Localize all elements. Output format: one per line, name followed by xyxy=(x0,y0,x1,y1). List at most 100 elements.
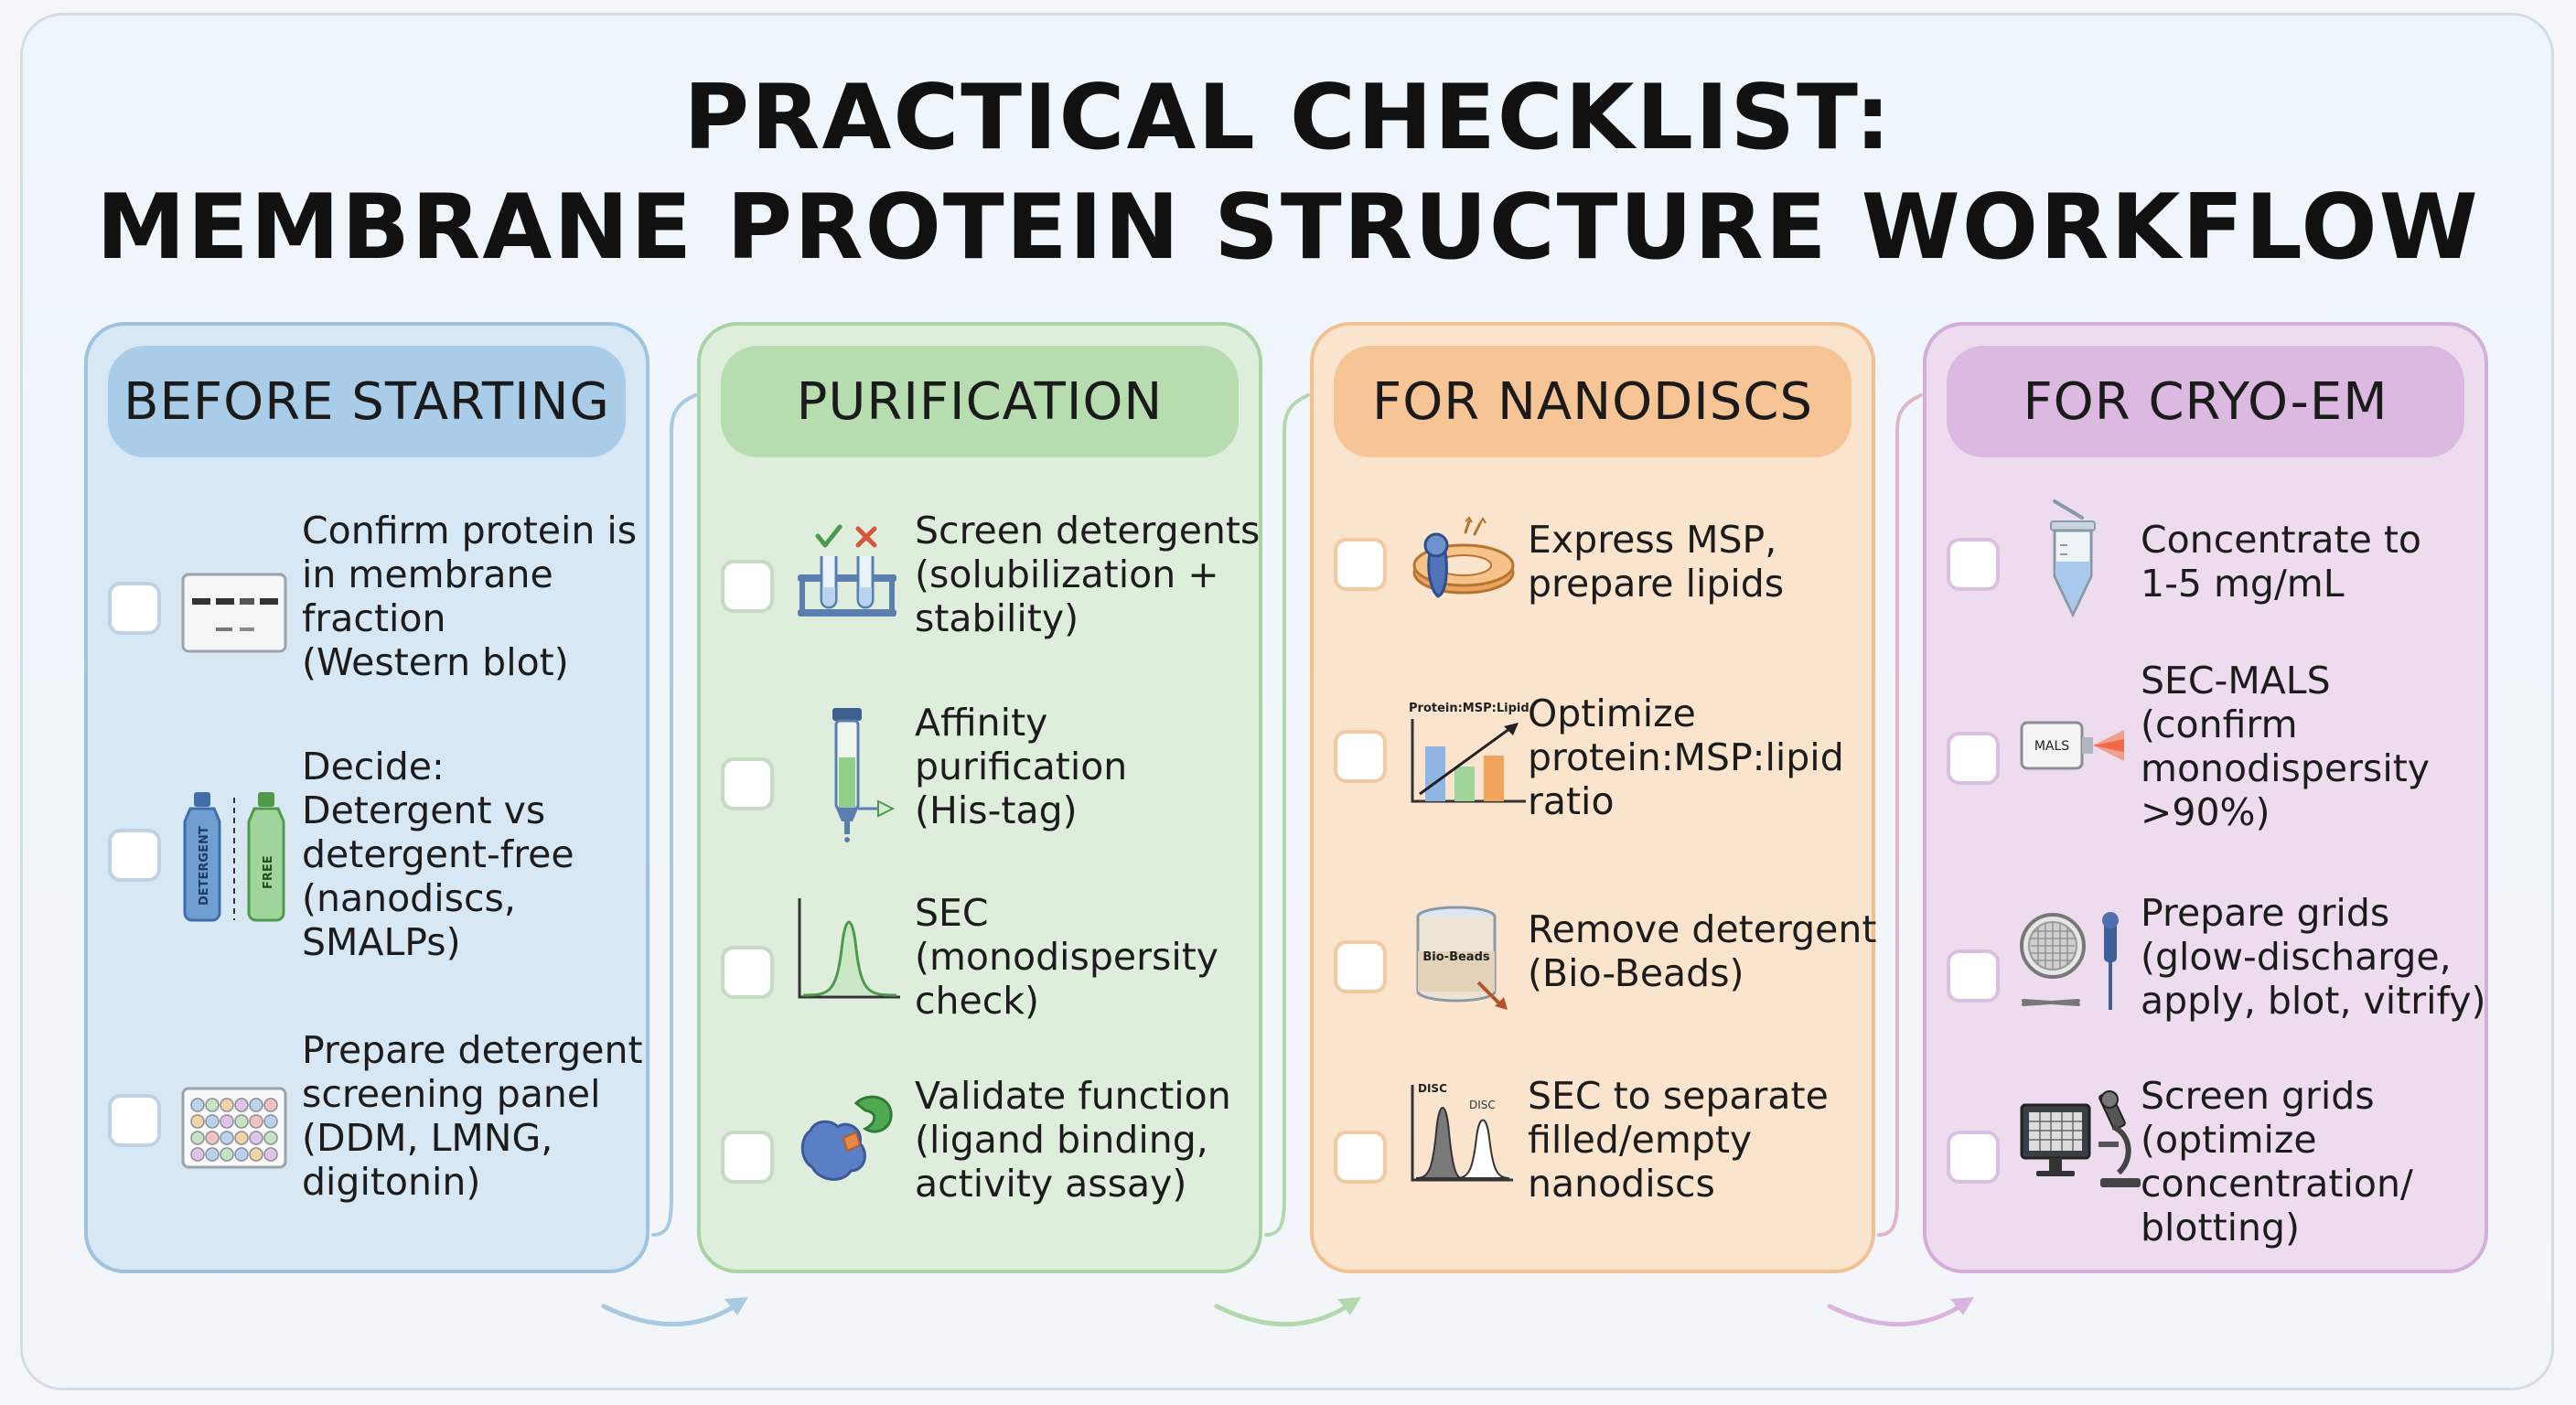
cryo-grid-icon xyxy=(2020,912,2119,1010)
western-blot-icon xyxy=(181,573,287,653)
affinity-column-icon xyxy=(832,708,896,842)
checkbox[interactable] xyxy=(108,1094,161,1147)
item-text: (monodispersity xyxy=(915,935,1219,979)
concentrator-tube-icon xyxy=(2050,499,2096,618)
item-text: >90%) xyxy=(2141,790,2270,834)
detergent-bottles-icon: DETERGENT FREE xyxy=(183,792,285,922)
checkbox[interactable] xyxy=(1334,538,1387,591)
column-header: FOR NANODISCS xyxy=(1334,346,1852,457)
item-text: Prepare grids xyxy=(2141,891,2390,935)
item-text: (solubilization + xyxy=(915,552,1219,596)
checkbox[interactable] xyxy=(1947,732,2000,785)
item-text: Detergent vs xyxy=(302,788,546,832)
checkbox[interactable] xyxy=(108,582,161,635)
item-text: Decide: xyxy=(302,745,445,788)
item-text: fraction xyxy=(302,596,446,640)
item-text: (nanodiscs, xyxy=(302,876,516,920)
checkbox[interactable] xyxy=(721,946,774,999)
disc-label-2: DISC xyxy=(1469,1099,1496,1111)
item-text: (optimize xyxy=(2141,1118,2317,1162)
item-text: Affinity xyxy=(915,701,1048,745)
column-for-nanodiscs: FOR NANODISCS Express MSP, prepare lipid… xyxy=(1310,322,1877,1273)
item-text: (Western blot) xyxy=(302,640,569,684)
detergent-label: DETERGENT xyxy=(198,826,211,906)
checkbox[interactable] xyxy=(1334,1131,1387,1184)
microscope-monitor-icon xyxy=(2020,1090,2141,1187)
item-text: (ligand binding, xyxy=(915,1118,1208,1162)
item-text: Express MSP, xyxy=(1528,518,1777,562)
item-text: monodispersity xyxy=(2141,746,2431,790)
column-header: PURIFICATION xyxy=(721,346,1239,457)
item-text: stability) xyxy=(915,596,1079,640)
item-text: Confirm protein is xyxy=(302,509,638,552)
item-text: digitonin) xyxy=(302,1160,481,1204)
item-text: Concentrate to xyxy=(2141,518,2421,562)
item-text: detergent-free xyxy=(302,832,574,876)
column-purification: PURIFICATION Screen detergents (solubili… xyxy=(697,322,1262,1273)
sec-double-peak-icon: DISC DISC xyxy=(1411,1082,1513,1182)
item-text: (confirm xyxy=(2141,702,2298,746)
item-text: prepare lipids xyxy=(1528,562,1785,606)
item-text: apply, blot, vitrify) xyxy=(2141,979,2486,1023)
item-text: Remove detergent xyxy=(1528,907,1877,951)
item-text: concentration/ xyxy=(2141,1162,2413,1206)
item-text: purification xyxy=(915,745,1128,788)
item-text: ratio xyxy=(1528,779,1615,823)
checkbox[interactable] xyxy=(721,1131,774,1184)
connector-arrow-2 xyxy=(1264,393,1310,1237)
item-text: SMALPs) xyxy=(302,920,461,964)
item-text: 1-5 mg/mL xyxy=(2141,562,2345,606)
ratio-chart-label: Protein:MSP:Lipid xyxy=(1409,702,1530,715)
item-text: (glow-discharge, xyxy=(2141,935,2452,979)
sec-mals-detector-icon: MALS xyxy=(2020,721,2124,770)
checkbox[interactable] xyxy=(1947,1131,2000,1184)
item-text: Screen grids xyxy=(2141,1074,2375,1118)
item-text: blotting) xyxy=(2141,1206,2301,1249)
disc-label-1: DISC xyxy=(1418,1082,1447,1095)
column-before-starting: BEFORE STARTING Confirm protein is in me… xyxy=(84,322,649,1273)
bottom-arrow-2 xyxy=(1214,1298,1358,1327)
column-header: FOR CRYO-EM xyxy=(1947,346,2464,457)
item-text: SEC to separate xyxy=(1528,1074,1829,1118)
item-text: SEC xyxy=(915,891,989,935)
checkbox[interactable] xyxy=(721,757,774,810)
test-tubes-icon xyxy=(798,524,896,617)
item-text: Screen detergents xyxy=(915,509,1261,552)
item-text: SEC-MALS xyxy=(2141,659,2331,702)
item-text: check) xyxy=(915,979,1040,1023)
checkbox[interactable] xyxy=(1947,949,2000,1003)
bottom-arrow-3 xyxy=(1827,1298,1971,1327)
item-text: screening panel xyxy=(302,1072,601,1116)
column-for-cryo-em: FOR CRYO-EM Concentrate to 1-5 mg/mL MAL… xyxy=(1923,322,2488,1273)
nanodisc-msp-icon xyxy=(1412,516,1515,598)
checkbox[interactable] xyxy=(721,560,774,613)
item-text: in membrane xyxy=(302,552,553,596)
item-text: (DDM, LMNG, xyxy=(302,1116,553,1160)
item-text: activity assay) xyxy=(915,1162,1187,1206)
checkbox[interactable] xyxy=(1947,538,2000,591)
item-text: (His-tag) xyxy=(915,788,1078,832)
item-text: filled/empty xyxy=(1528,1118,1753,1162)
bio-beads-jar-icon: Bio-Beads xyxy=(1416,906,1508,1010)
page-title-line2: MEMBRANE PROTEIN STRUCTURE WORKFLOW xyxy=(96,176,2480,280)
protein-ligand-icon xyxy=(800,1095,893,1181)
free-label: FREE xyxy=(262,855,275,889)
bottom-arrow-1 xyxy=(601,1298,746,1327)
page-title-line1: PRACTICAL CHECKLIST: xyxy=(683,66,1893,170)
sec-peak-icon xyxy=(798,898,900,999)
checkbox[interactable] xyxy=(108,829,161,882)
connector-arrow-3 xyxy=(1877,393,1923,1237)
ratio-chart-icon: Protein:MSP:Lipid xyxy=(1409,702,1530,803)
item-text: (Bio-Beads) xyxy=(1528,951,1744,995)
connector-arrow-1 xyxy=(651,393,697,1237)
well-plate-icon xyxy=(181,1087,287,1169)
item-text: Optimize xyxy=(1528,692,1696,735)
checkbox[interactable] xyxy=(1334,730,1387,783)
mals-label: MALS xyxy=(2034,739,2069,754)
item-text: Validate function xyxy=(915,1074,1231,1118)
column-header: BEFORE STARTING xyxy=(108,346,626,457)
item-text: Prepare detergent xyxy=(302,1028,643,1072)
checkbox[interactable] xyxy=(1334,940,1387,993)
bio-beads-label: Bio-Beads xyxy=(1422,950,1489,964)
